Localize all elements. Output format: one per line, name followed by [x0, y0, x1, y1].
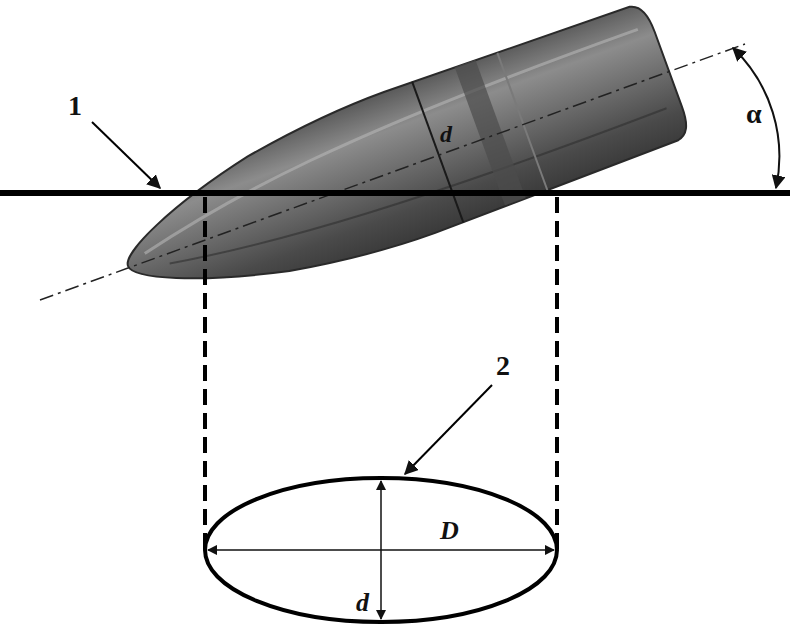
projection-ellipse: [205, 478, 557, 622]
leader-line: [405, 385, 492, 474]
dimension-line: [380, 481, 382, 619]
dimension-label: d: [440, 122, 452, 146]
angle-label: α: [746, 100, 762, 128]
angle-arc: [733, 48, 779, 188]
projection-line: [203, 197, 207, 550]
bullet-axis: [40, 44, 745, 300]
callout-number: 1: [68, 92, 82, 120]
dimension-label: D: [440, 518, 459, 544]
projection-line: [555, 197, 559, 550]
leader-line: [92, 122, 160, 188]
dimension-label: d: [356, 590, 369, 616]
callout-number: 2: [496, 352, 510, 380]
plane-line: [0, 190, 790, 196]
bullet-photo: [102, 0, 694, 336]
